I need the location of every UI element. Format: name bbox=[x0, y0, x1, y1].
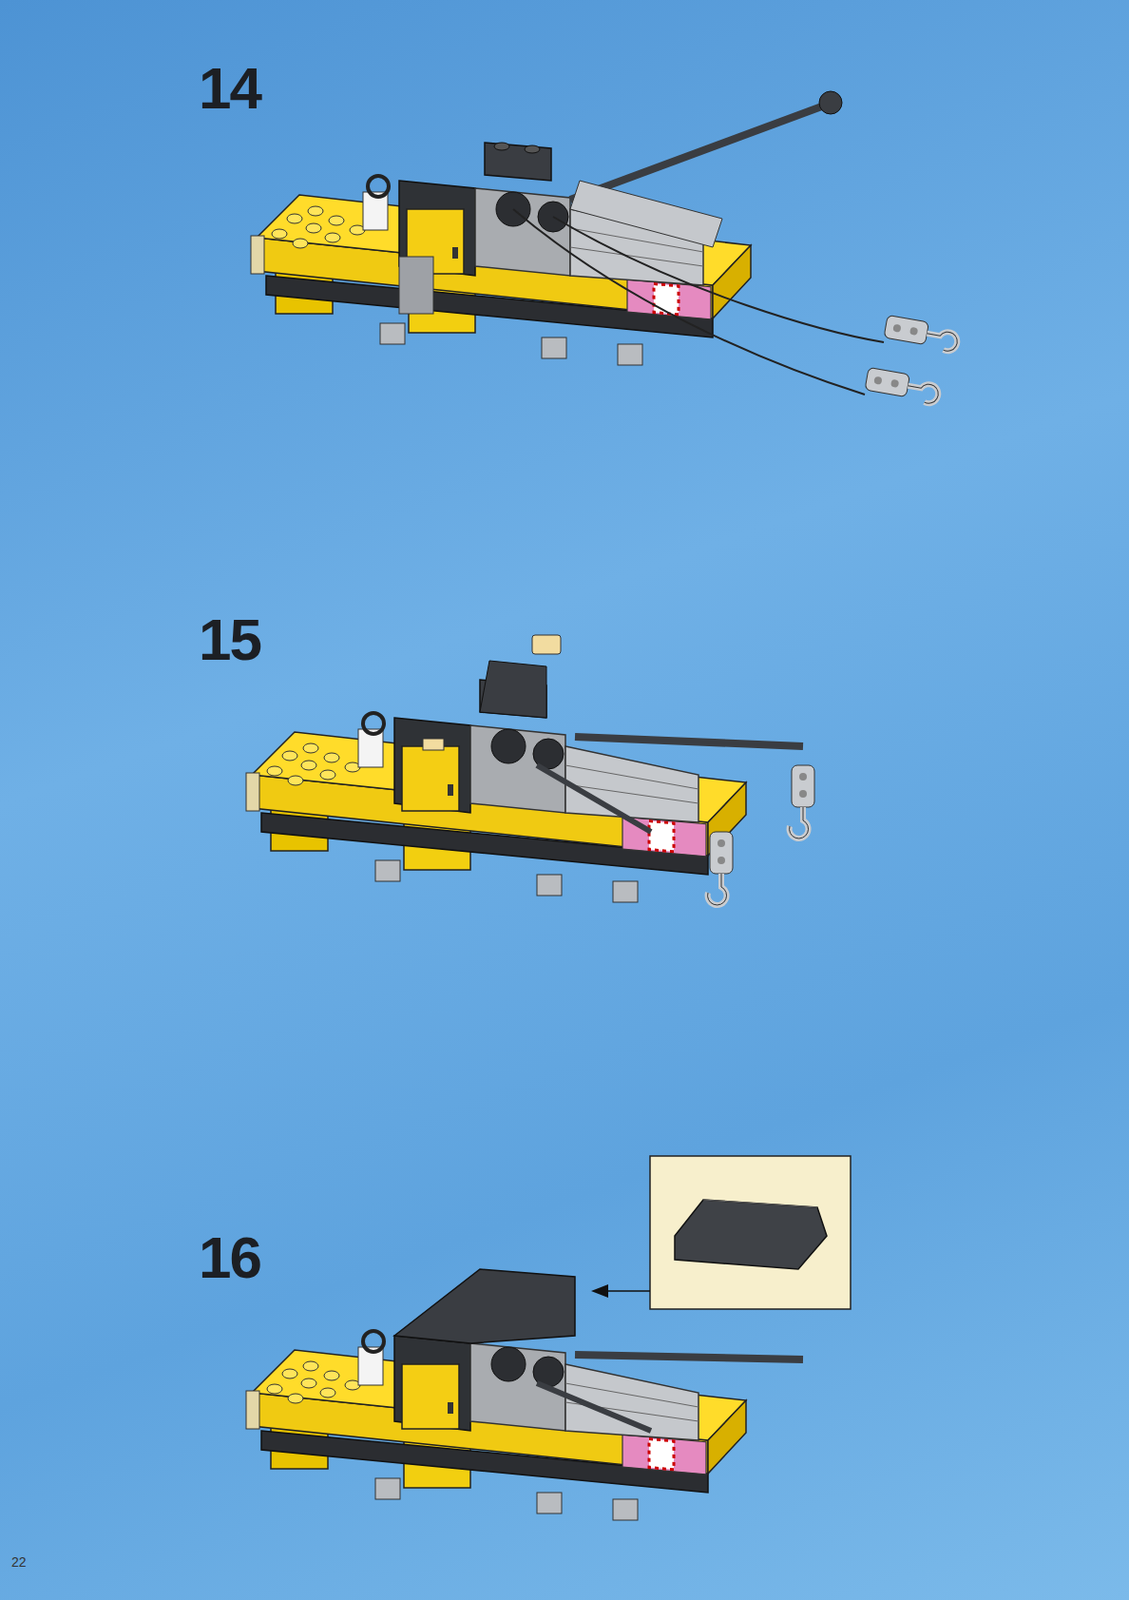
step-number: 16 bbox=[198, 1227, 261, 1287]
step-number: 14 bbox=[198, 58, 261, 118]
step-number: 15 bbox=[198, 610, 261, 670]
page-number: 22 bbox=[11, 1554, 27, 1569]
